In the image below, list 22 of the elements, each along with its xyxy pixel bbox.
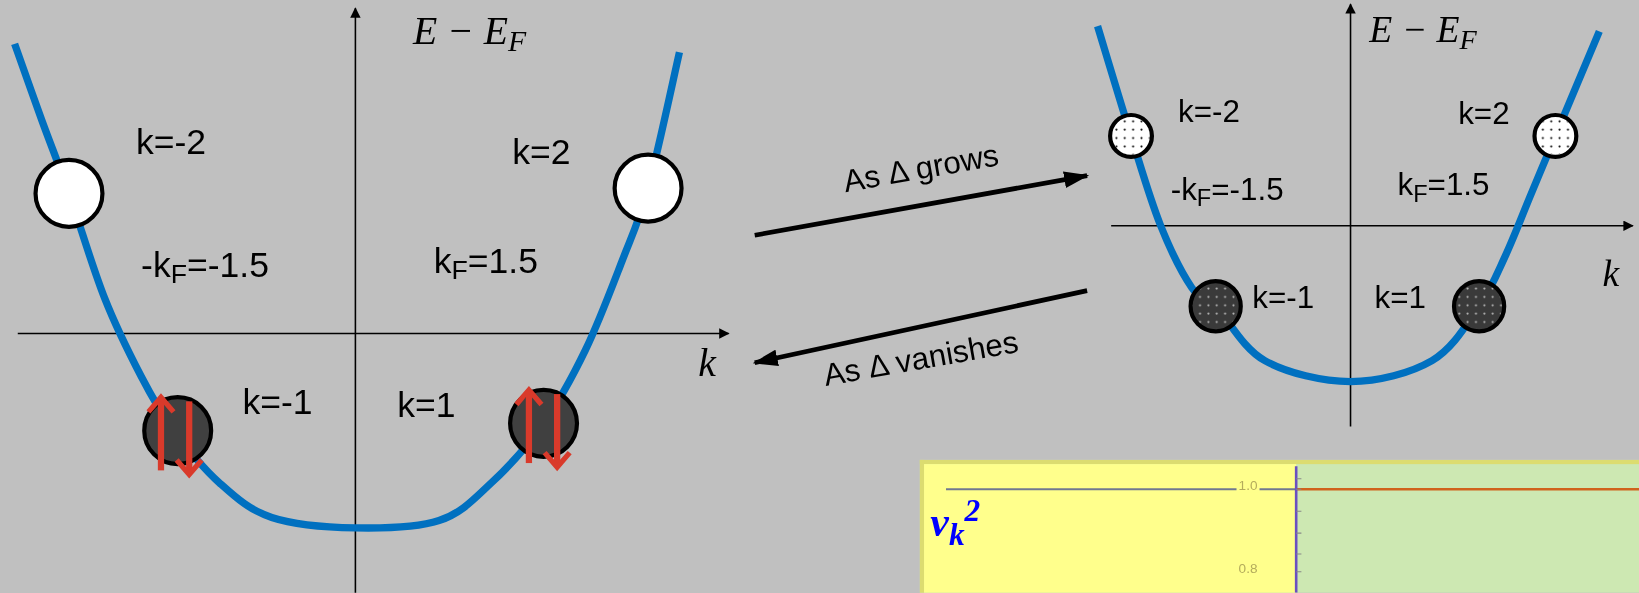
edge-label: As Δ grows [840, 138, 1001, 197]
edge-label: As Δ vanishes [821, 325, 1021, 391]
arrow [752, 288, 1088, 366]
value-label: k=-2 [135, 123, 206, 159]
value-label: k=2 [1458, 98, 1510, 130]
value-label: k$_{F}$=1.5 [433, 242, 538, 279]
value-label: k=-1 [242, 383, 313, 420]
value-label: k=1 [1374, 282, 1426, 314]
tick-label: 1.0 [1236, 478, 1260, 493]
value-label: k=1 [397, 386, 456, 423]
value-label: k$_{F}$=1.5 [1397, 169, 1490, 201]
value-label: k=-1 [1252, 282, 1315, 314]
arrow [754, 171, 1090, 238]
value-label: -k$_{F}$=-1.5 [1170, 173, 1284, 205]
value-label: k=2 [512, 133, 571, 170]
axis-label: E − E$_{F}$ [412, 10, 527, 51]
value-label: -k$_{F}$=-1.5 [141, 246, 269, 283]
tick-label: 0.8 [1236, 561, 1260, 575]
axis-label: k [698, 342, 716, 383]
value-label: k=-2 [1178, 96, 1240, 128]
axis-label: k [1602, 255, 1620, 293]
axis-label: E − E$_{F}$ [1369, 10, 1477, 49]
